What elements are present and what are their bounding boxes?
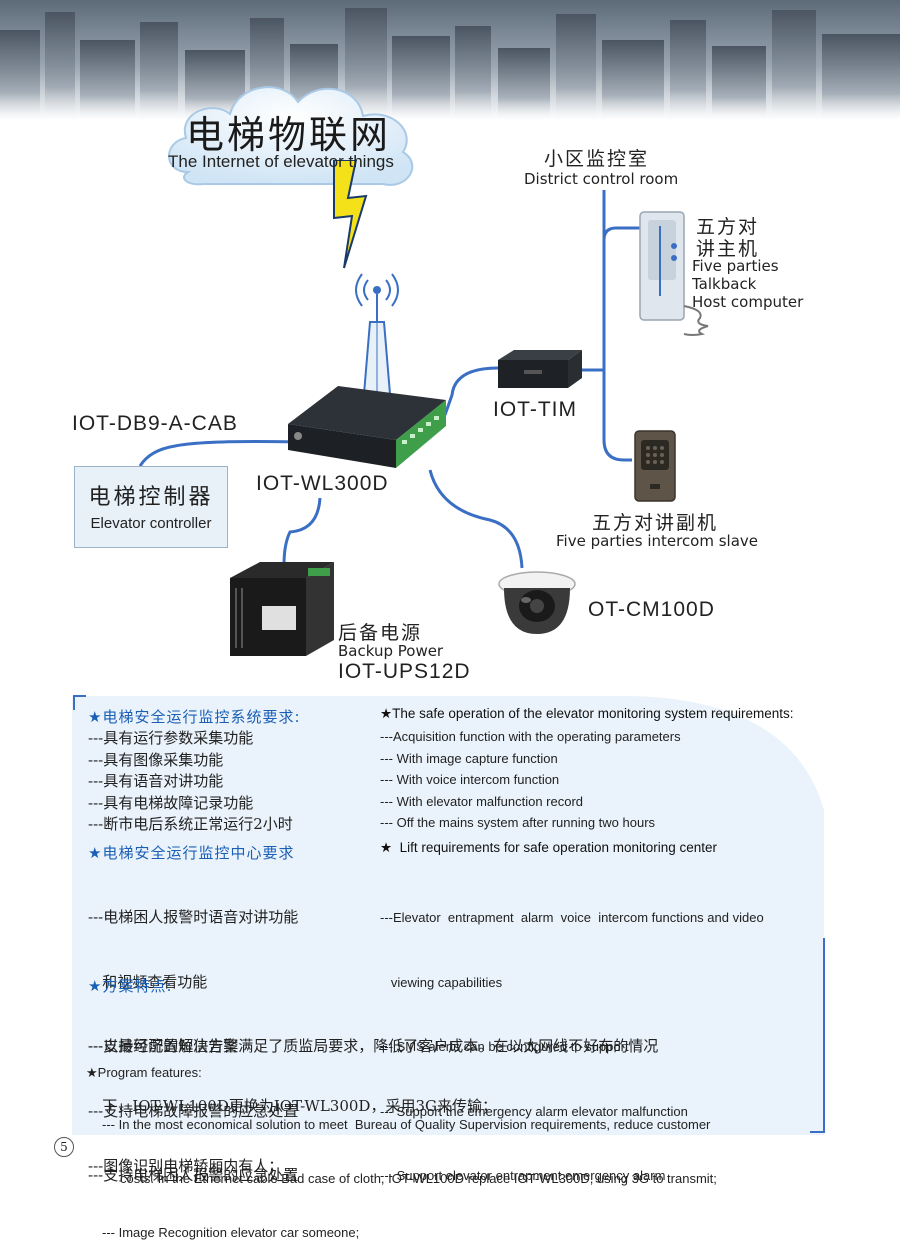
list-item: --- Image Recognition elevator car someo… <box>102 1225 360 1240</box>
elevator-controller-box: 电梯控制器 Elevator controller <box>74 466 228 548</box>
camera-model-label: OT-CM100D <box>588 598 715 621</box>
page-number: 5 <box>54 1137 74 1157</box>
center-requirements-list-en: ---Elevator entrapment alarm voice inter… <box>380 864 764 1208</box>
list-item: ---具有运行参数采集功能 <box>88 729 254 747</box>
center-requirements-heading-en: ★ Lift requirements for safe operation m… <box>380 840 718 855</box>
center-requirements-heading-cn: ★电梯安全运行监控中心要求 <box>88 844 295 862</box>
list-item: --- SMS alerts can be configured to supp… <box>380 1039 629 1054</box>
intercom-slave-device <box>634 430 676 502</box>
list-item: --- Support the emergency alarm elevator… <box>380 1103 688 1119</box>
diagram-title-en: The Internet of elevator things <box>168 152 394 171</box>
list-item: ---图像识别电梯轿厢内有人； <box>88 1157 284 1175</box>
control-room-bus-line <box>602 190 632 462</box>
ups-model-label: IOT-UPS12D <box>338 660 471 683</box>
list-item: --- Off the mains system after running t… <box>380 815 656 830</box>
list-item: 下，IOT-WL100D更换为IOT-WL300D，采用3G来传输； <box>88 1097 497 1115</box>
features-heading-cn: ★方案特点: <box>88 977 173 995</box>
antenna-icon <box>355 273 399 395</box>
connection-lines <box>138 190 640 569</box>
list-item: viewing capabilities <box>380 974 503 990</box>
requirements-panel-bg <box>72 695 824 1135</box>
controller-label-en: Elevator controller <box>90 515 212 532</box>
list-item: --- In the most economical solution to m… <box>102 1117 711 1132</box>
host-label-en-line1: Five parties <box>692 257 779 275</box>
list-item: --- With elevator malfunction record <box>380 793 584 809</box>
features-list-cn: ---以最经济的解决方案满足了质监局要求，降低了客户成本。在以太网线不好布的情况… <box>88 996 658 1196</box>
list-item: ---支持电梯困人报警的应急处置 <box>88 1166 299 1184</box>
tim-model-label: IOT-TIM <box>493 398 577 421</box>
camera-link-line <box>428 469 524 569</box>
list-item: ---支持电梯故障报警的应急处置 <box>88 1101 299 1120</box>
slave-label-en: Five parties intercom slave <box>556 532 759 550</box>
system-requirements-list-cn: ---具有运行参数采集功能 ---具有图像采集功能 ---具有语音对讲功能 --… <box>88 728 293 836</box>
center-requirements-list-cn: ---电梯困人报警时语音对讲功能 和视频查看功能 ---支持可配置短信告警 --… <box>88 864 298 1208</box>
ups-link-line <box>282 497 322 566</box>
host-label-en-line2: Talkback <box>692 275 757 293</box>
system-requirements-list-en: ---Acquisition function with the operati… <box>380 726 681 834</box>
list-item: ---断市电后系统正常运行2小时 <box>88 815 293 833</box>
features-heading-en: ★Program features: <box>86 1065 202 1080</box>
list-item: ---具有图像采集功能 <box>88 750 224 769</box>
backup-power-ups-device <box>230 562 334 656</box>
list-item: ---具有电梯故障记录功能 <box>88 793 254 812</box>
host-label-en-line3: Host computer <box>692 293 804 311</box>
list-item: --- With image capture function <box>380 750 558 766</box>
list-item: costs. In the Ethernet cable Bad case of… <box>102 1171 717 1186</box>
list-item: --- With voice intercom function <box>380 772 560 787</box>
tim-device <box>498 350 582 388</box>
list-item: ---支持可配置短信告警 <box>88 1037 239 1055</box>
lightning-bolt-icon <box>333 160 368 269</box>
cab-model-label: IOT-DB9-A-CAB <box>72 412 238 435</box>
dome-camera-device <box>498 571 576 634</box>
talkback-host-phone-device <box>639 211 709 336</box>
control-room-label-cn: 小区监控室 <box>544 148 650 170</box>
system-requirements-heading-cn: ★电梯安全运行监控系统要求: <box>88 708 301 726</box>
wl300d-router-device <box>288 386 446 468</box>
controller-label-cn: 电梯控制器 <box>88 485 214 510</box>
list-item: ---Acquisition function with the operati… <box>380 729 681 744</box>
slave-label-cn: 五方对讲副机 <box>592 512 719 534</box>
host-link-line <box>602 226 640 241</box>
list-item: --- Support elevator entrapment emergenc… <box>380 1168 666 1183</box>
ups-label-cn: 后备电源 <box>338 622 423 644</box>
diagram-title-cn: 电梯物联网 <box>186 113 392 157</box>
panel-right-bracket <box>810 938 825 1133</box>
control-room-label-en: District control room <box>524 170 679 188</box>
list-item: 和视频查看功能 <box>88 972 208 991</box>
list-item: ---Elevator entrapment alarm voice inter… <box>380 910 764 925</box>
ups-label-en: Backup Power <box>338 642 444 660</box>
list-item: ---以最经济的解决方案满足了质监局要求，降低了客户成本。在以太网线不好布的情况 <box>88 1037 659 1055</box>
system-requirements-heading-en: ★The safe operation of the elevator moni… <box>380 706 794 721</box>
features-list-en: --- In the most economical solution to m… <box>102 1080 717 1260</box>
host-label-cn-line1: 五方对 <box>696 216 760 238</box>
controller-link-line <box>138 440 299 467</box>
list-item: ---具有语音对讲功能 <box>88 772 224 790</box>
wl-tim-line <box>443 366 499 416</box>
list-item: ---电梯困人报警时语音对讲功能 <box>88 908 299 926</box>
host-label-cn-line2: 讲主机 <box>696 238 760 260</box>
wl300d-model-label: IOT-WL300D <box>256 472 389 495</box>
